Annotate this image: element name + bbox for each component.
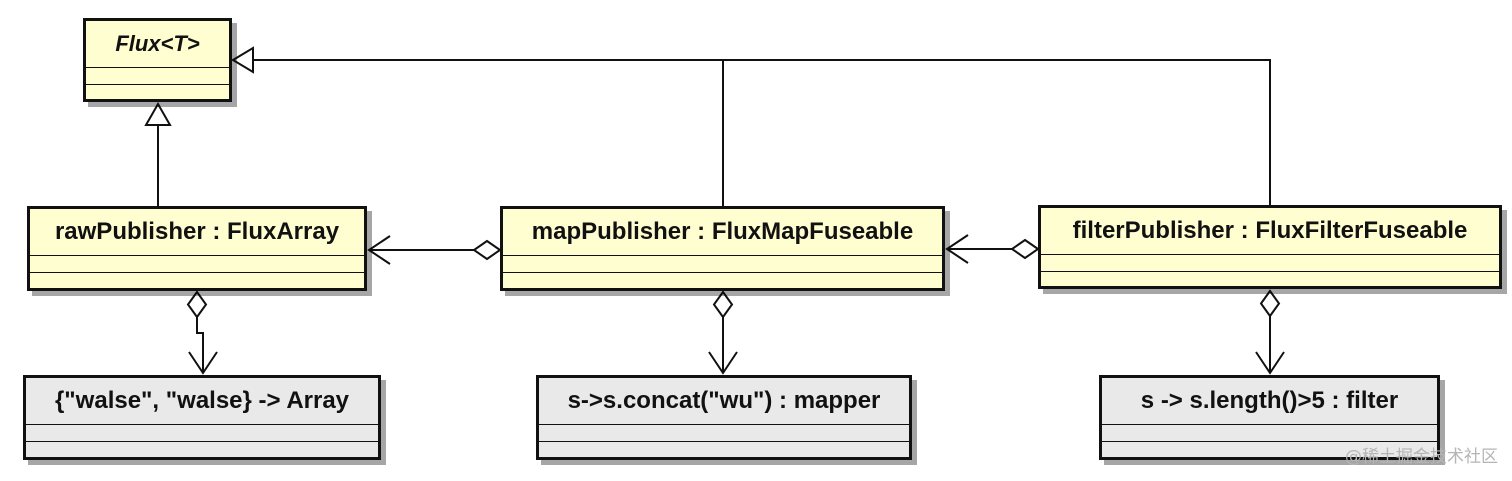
class-raw-publisher: rawPublisher : FluxArray	[27, 206, 367, 291]
class-mapper-attributes	[539, 425, 909, 442]
aggregation-diamond-filter-bottom	[1259, 289, 1281, 318]
generalization-arrowhead-flux	[231, 46, 254, 74]
aggregation-diamond-map	[472, 239, 502, 261]
class-filter-publisher-name: filterPublisher : FluxFilterFuseable	[1041, 208, 1499, 255]
class-filter-fn: s -> s.length()>5 : filter	[1099, 375, 1440, 460]
class-map-publisher-operations	[503, 273, 942, 288]
watermark: @稀土掘金技术社区	[1345, 447, 1498, 467]
class-mapper-operations	[539, 442, 909, 457]
arrow-head-filterfn	[1255, 351, 1285, 375]
generalization-map-to-flux	[253, 59, 724, 206]
class-map-publisher: mapPublisher : FluxMapFuseable	[500, 206, 945, 291]
class-flux: Flux<T>	[83, 18, 232, 102]
class-filter-fn-attributes	[1102, 425, 1437, 442]
class-filter-fn-name: s -> s.length()>5 : filter	[1102, 378, 1437, 425]
arrow-head-map	[945, 234, 969, 264]
aggregation-diamond-raw	[186, 290, 208, 319]
class-raw-publisher-name: rawPublisher : FluxArray	[30, 209, 364, 256]
class-flux-operations	[86, 85, 229, 99]
class-map-publisher-name: mapPublisher : FluxMapFuseable	[503, 209, 942, 256]
class-mapper: s->s.concat("wu") : mapper	[536, 375, 912, 460]
generalization-arrowhead-raw	[144, 101, 172, 126]
class-flux-attributes	[86, 68, 229, 85]
class-mapper-name: s->s.concat("wu") : mapper	[539, 378, 909, 425]
arrow-head-raw	[367, 235, 391, 265]
arrow-head-mapper	[708, 351, 738, 375]
class-array-source-operations	[26, 442, 378, 457]
class-filter-publisher-attributes	[1041, 255, 1499, 272]
class-raw-publisher-attributes	[30, 256, 364, 273]
aggregation-diamond-map-bottom	[712, 290, 734, 319]
class-filter-publisher: filterPublisher : FluxFilterFuseable	[1038, 205, 1502, 289]
aggregation-raw-to-array	[196, 317, 204, 373]
class-array-source-attributes	[26, 425, 378, 442]
class-map-publisher-attributes	[503, 256, 942, 273]
aggregation-diamond-filter	[1010, 238, 1040, 260]
class-raw-publisher-operations	[30, 273, 364, 288]
arrow-head-array	[188, 351, 218, 375]
class-flux-name: Flux<T>	[86, 21, 229, 68]
class-filter-publisher-operations	[1041, 272, 1499, 286]
class-array-source: {"walse", "walse} -> Array	[23, 375, 381, 460]
generalization-filter-to-flux	[723, 59, 1271, 205]
class-array-source-name: {"walse", "walse} -> Array	[26, 378, 378, 425]
